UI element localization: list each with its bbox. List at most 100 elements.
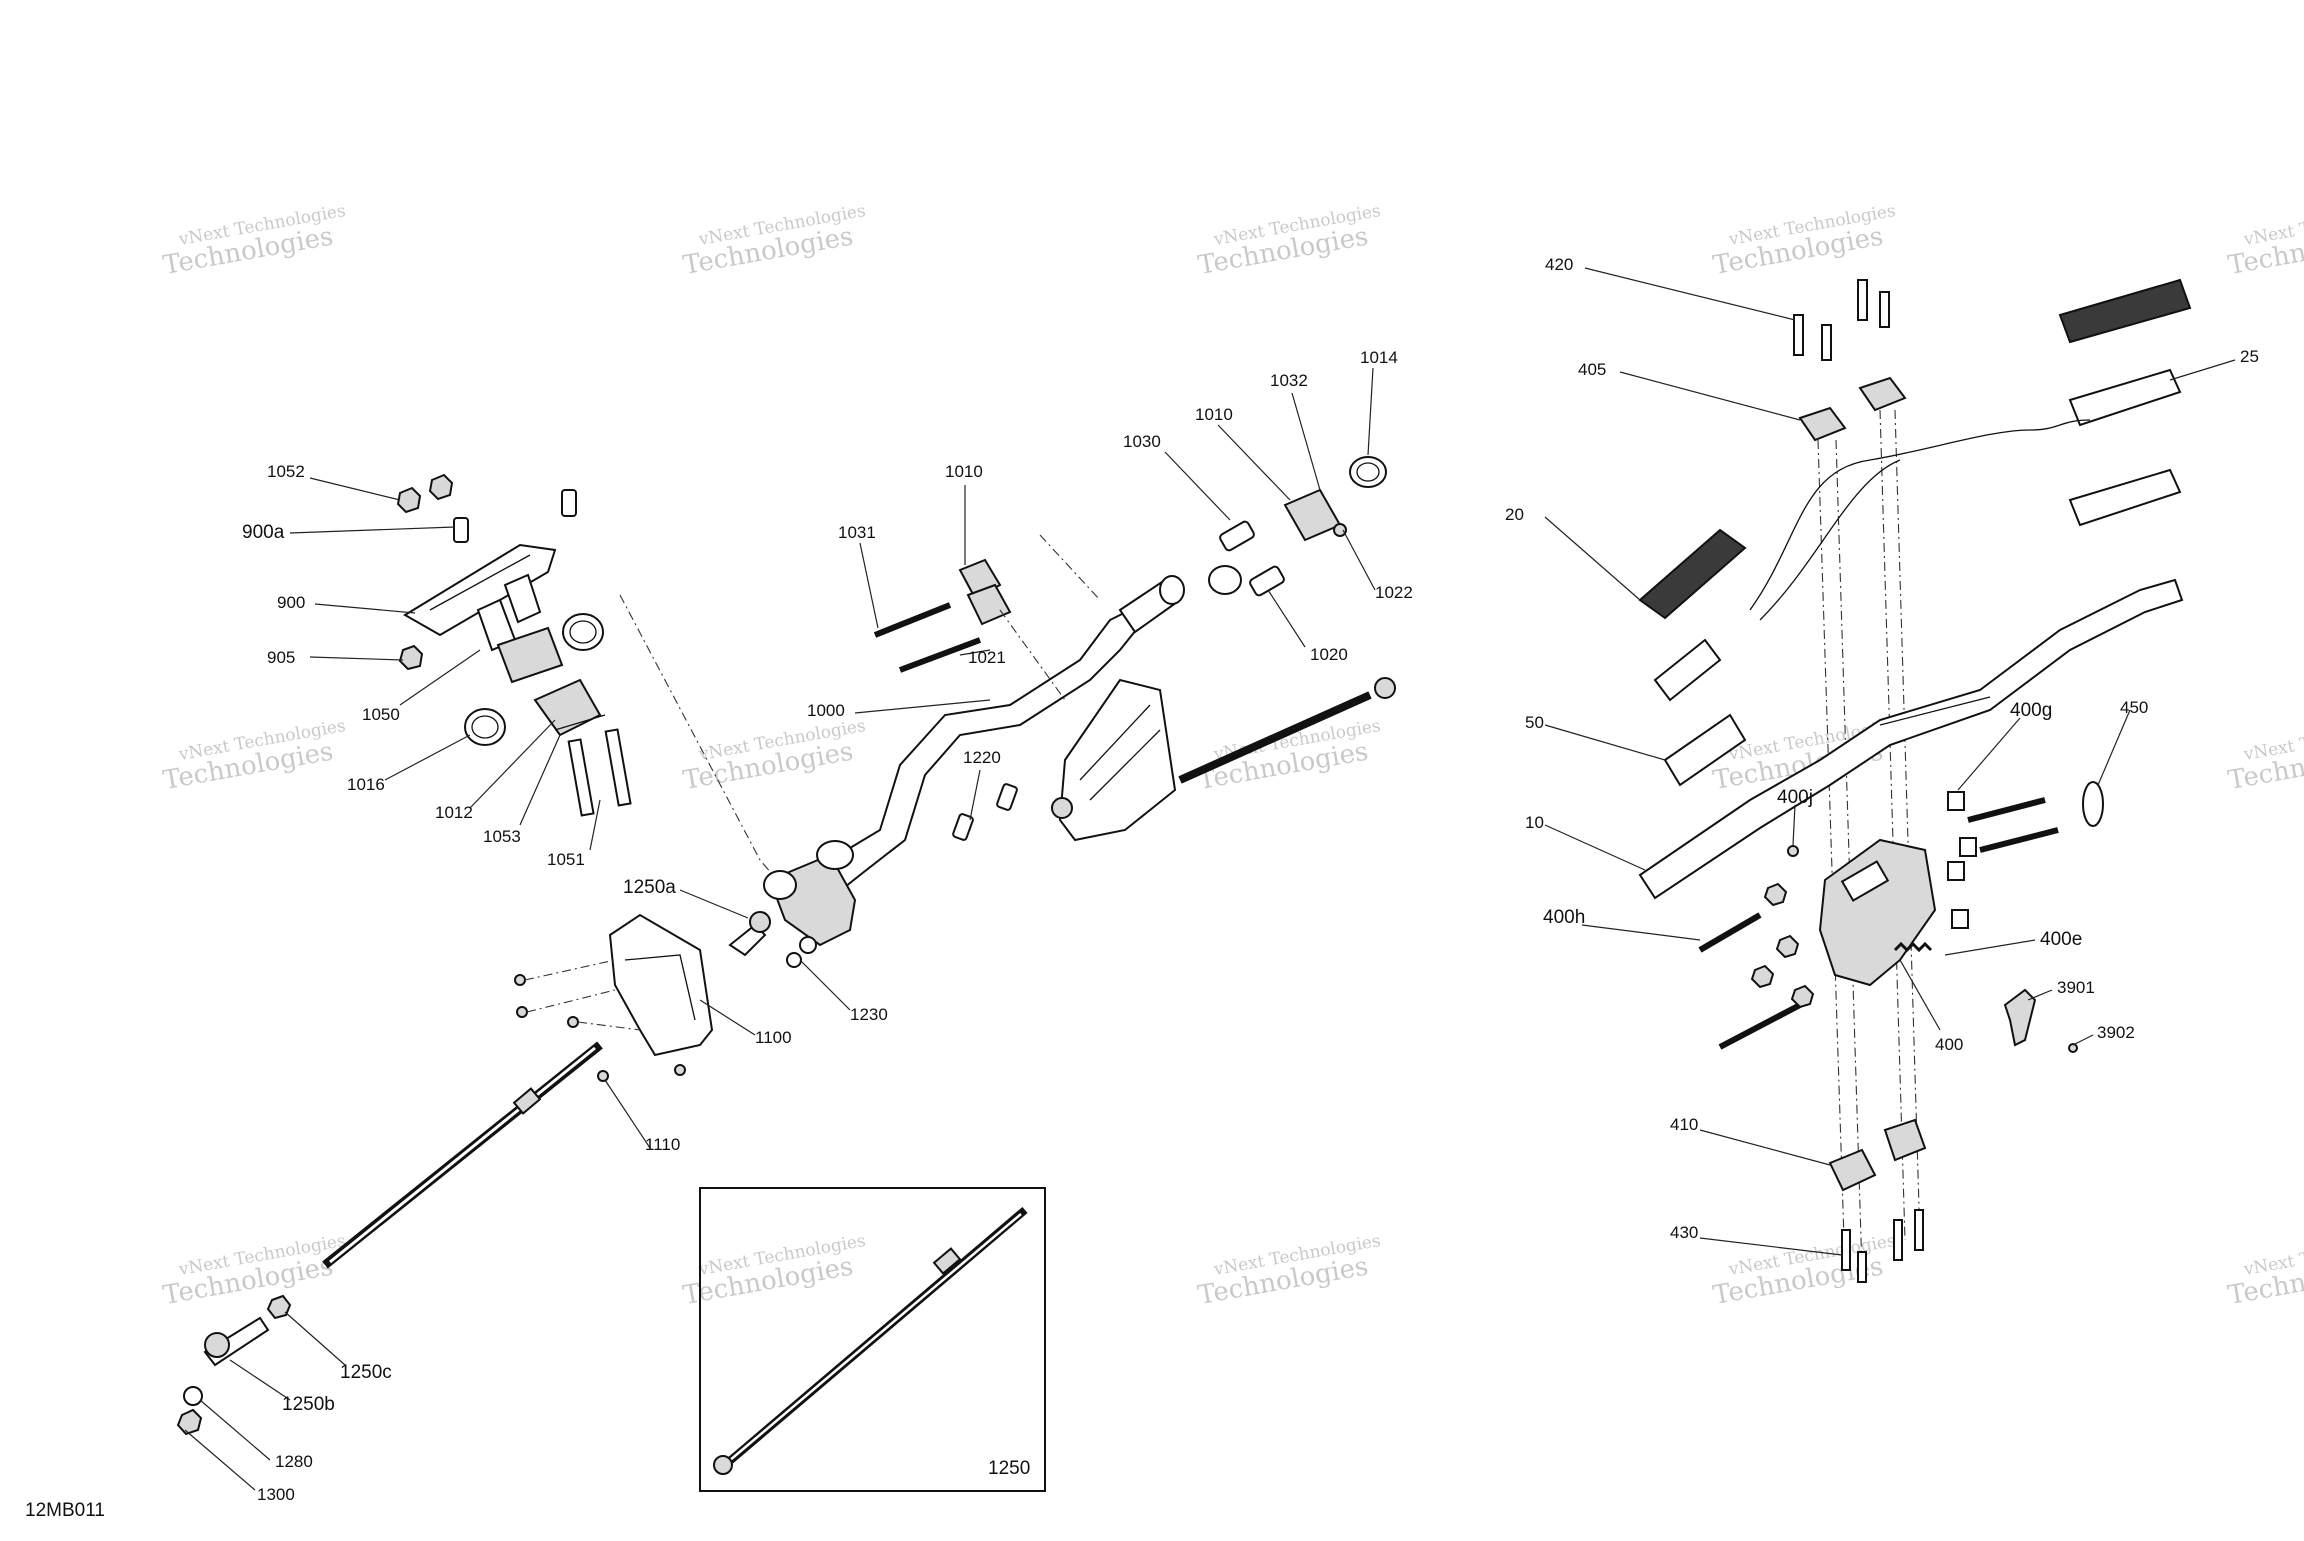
inset-tie-rod-highlight: [728, 1213, 1022, 1462]
callout-label: 1020: [1310, 645, 1348, 664]
inset-rod-end: [713, 1455, 733, 1475]
bolt-430: [1857, 1251, 1867, 1283]
rod-end-right: [1374, 677, 1396, 699]
riser-cap: [1840, 860, 1890, 902]
nut-1052: [428, 473, 454, 501]
callout-label: 900a: [242, 522, 285, 543]
pivot-bushing: [763, 870, 797, 900]
washer-1280: [183, 1386, 203, 1406]
callout-label: 1010: [945, 462, 983, 481]
clamp-410: [1828, 1148, 1877, 1192]
clamp-upper: [496, 626, 564, 684]
clamp-405: [1858, 376, 1907, 412]
grip-sleeve-25: [2068, 368, 2182, 427]
nut-1300: [176, 1408, 203, 1436]
spring-400e: [1893, 941, 1933, 953]
bolt-1220: [952, 813, 974, 841]
heated-grip-wire: [1759, 459, 1901, 621]
bushing-1050: [503, 573, 542, 624]
handlebar-10: [1638, 578, 2184, 900]
bolt-420: [1879, 291, 1890, 328]
diagram-code: 12MB011: [25, 1500, 105, 1521]
bolt-riser: [1967, 797, 2046, 823]
bushing-1010: [966, 583, 1012, 626]
callout-label: 400g: [2010, 700, 2052, 721]
callout-label: 900: [277, 593, 305, 612]
rod-end-ball: [749, 911, 771, 933]
bolt-420: [1793, 314, 1804, 356]
callout-label: 1300: [257, 1485, 295, 1504]
bolt-430: [1841, 1229, 1851, 1271]
callout-label: 1016: [347, 775, 385, 794]
callout-label: 405: [1578, 360, 1606, 379]
nut-riser: [1750, 964, 1775, 989]
spacer-1020: [1249, 565, 1285, 597]
callout-label: 25: [2240, 347, 2259, 366]
callout-label: 1230: [850, 1005, 888, 1024]
callout-label: 1032: [1270, 371, 1308, 390]
nut-400g: [1951, 909, 1969, 929]
callout-label: 905: [267, 648, 295, 667]
bolt-430: [1914, 1209, 1924, 1251]
rod-end-1250b-ball: [204, 1332, 230, 1358]
bolt-900a: [561, 489, 577, 517]
callout-label: 420: [1545, 255, 1573, 274]
watermark: vNext Technologies Technologies: [681, 1231, 867, 1311]
screw-1110: [514, 974, 526, 986]
heated-grip-wire: [1749, 419, 2091, 611]
watermark: vNext Technologies Technologies: [2226, 201, 2304, 281]
watermark: vNext Technologies Technologies: [1711, 201, 1897, 281]
nut-1052: [396, 486, 422, 514]
grip-top: [2058, 278, 2192, 344]
callout-label: 430: [1670, 1223, 1698, 1242]
tie-rod-right: [1178, 691, 1372, 784]
bolt-1051: [567, 738, 595, 817]
tie-rod-1250-inner: [329, 1046, 596, 1264]
callout-label: 20: [1505, 505, 1524, 524]
inset-tie-rod-1250: 1250: [699, 1187, 1046, 1492]
watermark: vNext Technologies Technologies: [161, 1231, 347, 1311]
callout-label: 1110: [645, 1135, 680, 1154]
watermark: vNext Technologies Technologies: [1196, 1231, 1382, 1311]
lever-3901: [2003, 988, 2037, 1047]
spacer-1030: [1219, 520, 1255, 552]
bolt-400h: [1718, 1002, 1802, 1050]
inset-frame: [699, 1187, 1046, 1492]
callout-label: 1250a: [623, 877, 676, 898]
nut-400g: [1959, 837, 1977, 857]
inset-label: 1250: [988, 1458, 1030, 1479]
callout-labels: 420 405 25 20 50 10 400g 450 400j 400h 4…: [242, 255, 2259, 1504]
callout-label: 410: [1670, 1115, 1698, 1134]
bolt-420: [1821, 324, 1832, 361]
callout-label: 50: [1525, 713, 1544, 732]
tie-rod-collar: [512, 1087, 542, 1115]
callout-label: 1031: [838, 523, 876, 542]
callout-label: 400j: [1777, 787, 1813, 808]
callout-label: 1030: [1123, 432, 1161, 451]
clamp-405: [1798, 406, 1847, 442]
leader-lines: [184, 267, 2236, 1491]
grip-sleeve-left: [1653, 638, 1722, 702]
nut-400g: [1947, 861, 1965, 881]
watermark: vNext Technologies Technologies: [2226, 1231, 2304, 1311]
callout-label: 1053: [483, 827, 521, 846]
watermark: vNext Technologies Technologies: [161, 201, 347, 281]
bolt-420: [1857, 279, 1868, 321]
bracket-900: [403, 543, 557, 637]
grip-sleeve-25: [2068, 468, 2182, 527]
screw-1110: [597, 1070, 609, 1082]
callout-label: 1022: [1375, 583, 1413, 602]
callout-label: 1021: [968, 648, 1006, 667]
nut-riser: [1790, 984, 1815, 1009]
handlebar-assembly: [1638, 278, 2192, 1283]
screw-1110: [516, 1006, 528, 1018]
nut-riser: [1775, 934, 1800, 959]
nut-400j: [1787, 845, 1799, 857]
ring-1014: [1349, 456, 1387, 488]
callout-label: 1010: [1195, 405, 1233, 424]
bolt-1031: [873, 602, 952, 638]
bolt-430: [1893, 1219, 1903, 1261]
rod-end-left: [1051, 797, 1073, 819]
callout-label: 1280: [275, 1452, 313, 1471]
